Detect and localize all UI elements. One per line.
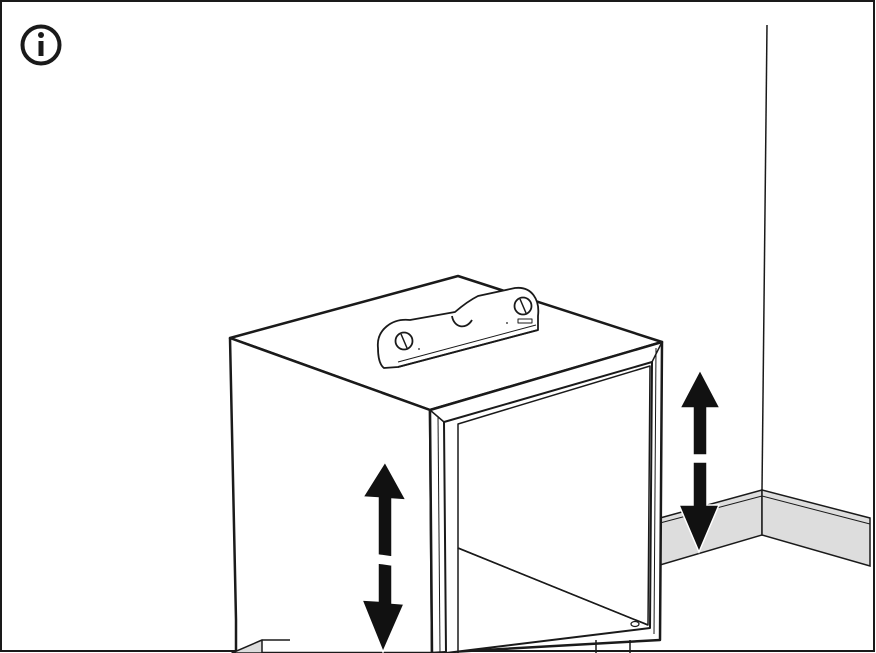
right-adjust-arrow-icon [677,368,722,554]
spirit-level-icon [377,287,540,369]
wall-corner [659,24,871,567]
info-icon [20,24,62,66]
left-adjust-arrow-icon [360,460,408,653]
